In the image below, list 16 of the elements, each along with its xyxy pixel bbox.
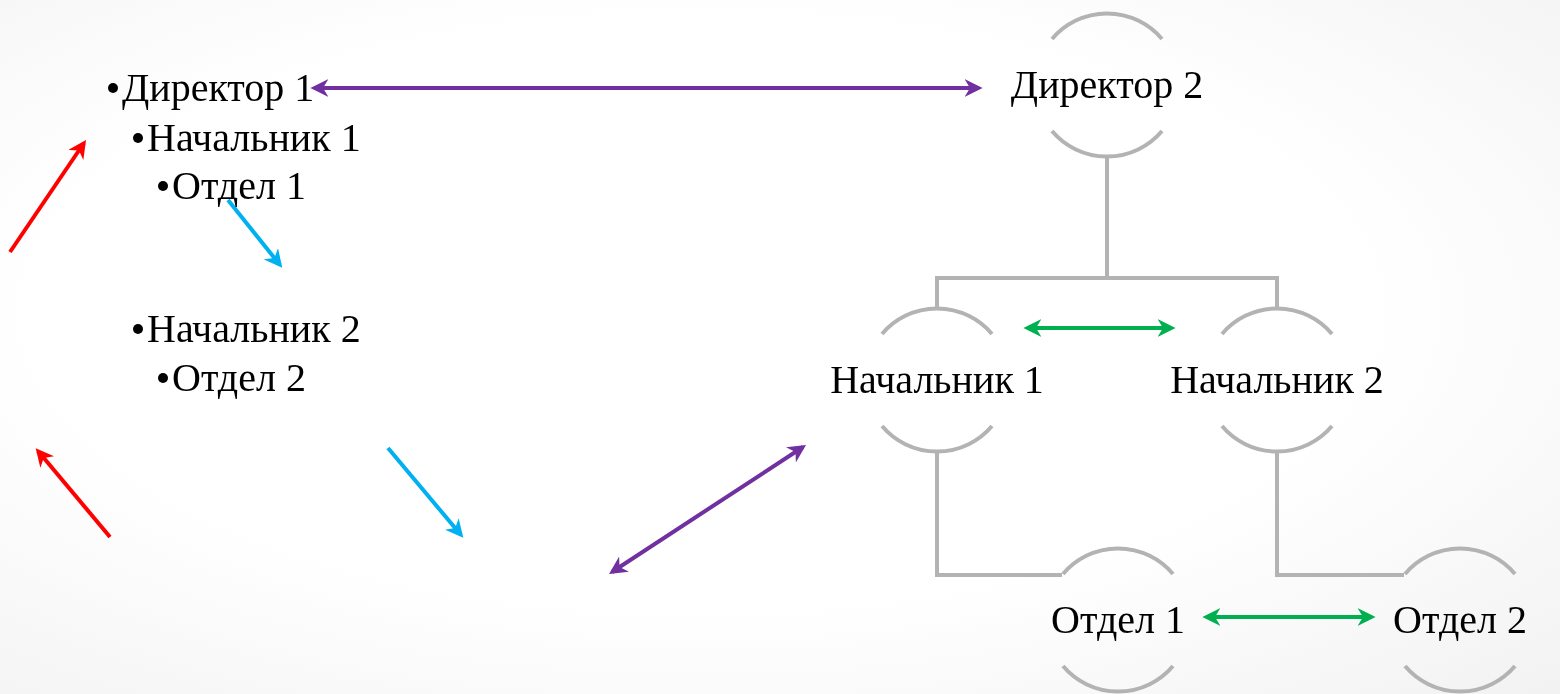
double-arrow xyxy=(1023,319,1176,337)
node-label: Начальник 1 xyxy=(830,356,1044,404)
connector-line xyxy=(935,452,1062,577)
list-item-text: Начальник 1 xyxy=(147,114,361,162)
node-label: Начальник 2 xyxy=(1170,356,1384,404)
node-label: Отдел 2 xyxy=(1393,596,1527,644)
double-arrow xyxy=(310,79,983,97)
double-arrow xyxy=(1202,608,1376,626)
list-item-text: Отдел 1 xyxy=(172,162,306,210)
list-item-text: Начальник 2 xyxy=(147,305,361,353)
connector-line xyxy=(1275,452,1404,577)
node-label: Отдел 1 xyxy=(1051,596,1185,644)
list-item-text: Директор 1 xyxy=(122,64,315,112)
node-label: Директор 2 xyxy=(1010,61,1204,109)
double-arrow xyxy=(609,445,806,574)
list-item-text: Отдел 2 xyxy=(172,354,306,402)
